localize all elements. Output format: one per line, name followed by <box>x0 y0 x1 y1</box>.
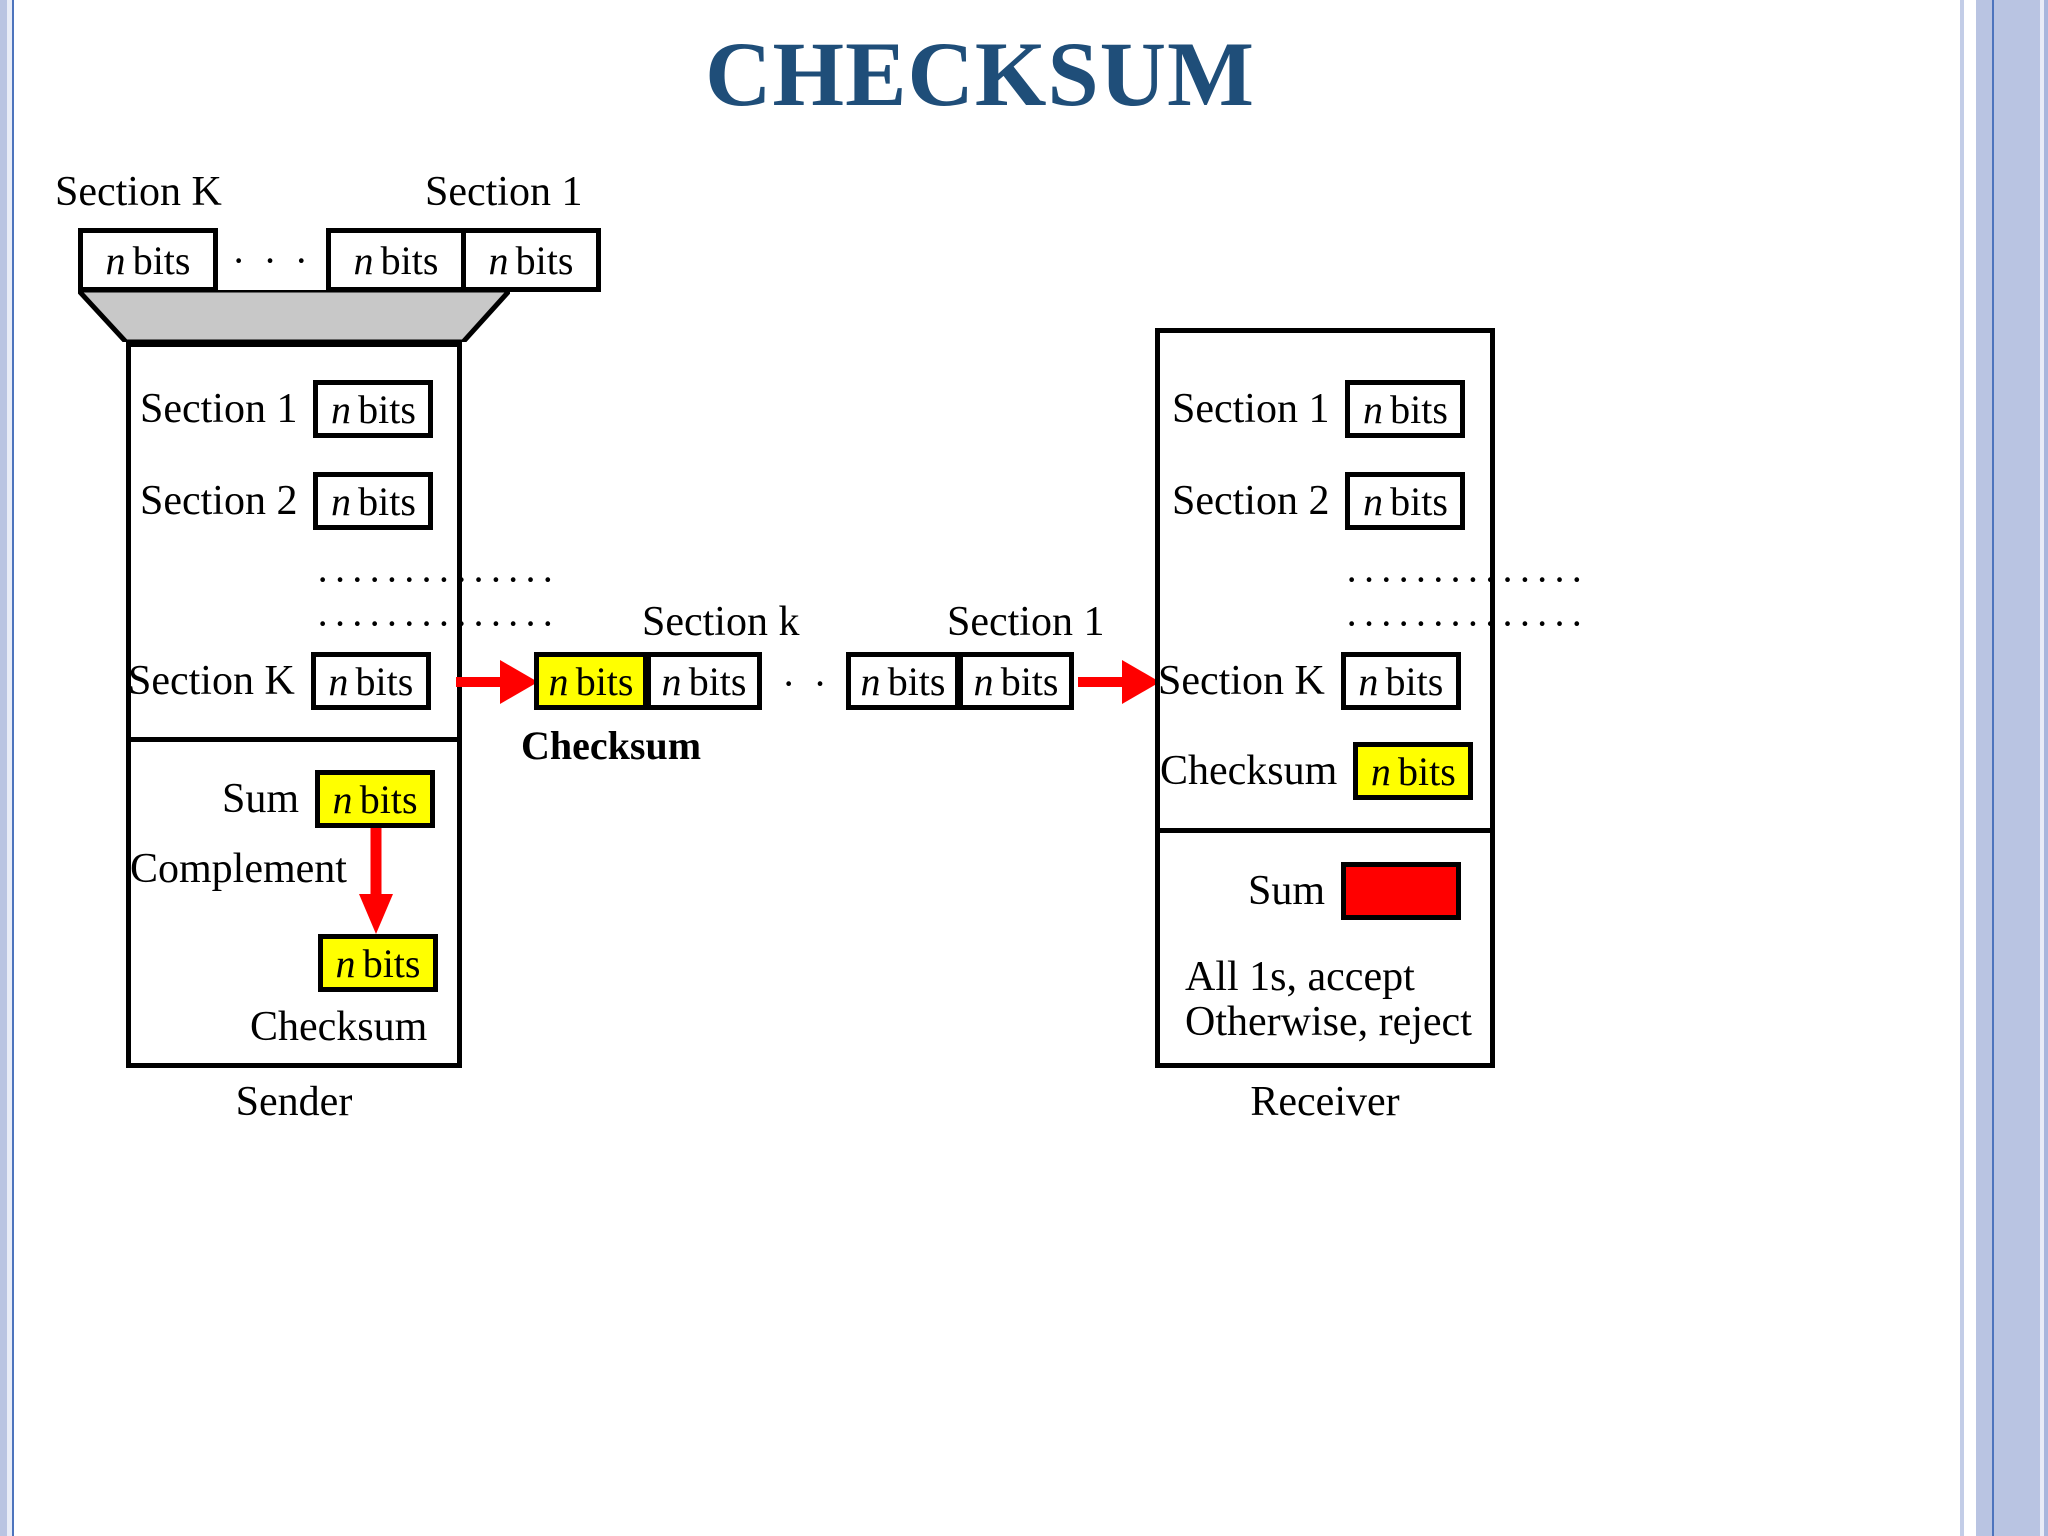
bits-text: bits <box>1000 658 1059 704</box>
bits-text: bits <box>358 386 416 432</box>
sender-label-section-2: Section 2 <box>140 478 298 524</box>
receiver-value-sum <box>1341 862 1462 920</box>
bits-text: bits <box>887 658 946 704</box>
bits-text: bits <box>575 658 634 704</box>
sender-label-section-k: Section K <box>128 658 295 704</box>
sender-label-checksum: Checksum <box>250 1004 428 1050</box>
receiver-row-sum: Sum <box>1248 862 1462 920</box>
transmit-arrow-right-icon <box>1078 660 1160 704</box>
frame-stripe-right-b <box>1976 0 1992 1536</box>
bits-text: bits <box>362 940 421 986</box>
label-section-1-top: Section 1 <box>425 169 583 215</box>
receiver-label-section-1: Section 1 <box>1172 386 1330 432</box>
bits-text: bits <box>358 478 416 524</box>
frame-stripe-left-light <box>7 0 12 1536</box>
frame-rule-right <box>1992 0 1994 1536</box>
funnel-shape <box>78 290 510 342</box>
bits-text: bits <box>1390 478 1448 524</box>
bits-text: bits <box>1390 386 1448 432</box>
frame-stripe-left-outer <box>0 0 7 1536</box>
receiver-label-checksum: Checksum <box>1160 748 1338 794</box>
frame-stripe-right-outer <box>2044 0 2048 1536</box>
receiver-label-section-2: Section 2 <box>1172 478 1330 524</box>
bits-text: bits <box>1385 658 1444 704</box>
top-strip-ellipsis: · · · <box>232 237 312 283</box>
sender-dotted-line-1: ·············· <box>316 557 559 602</box>
receiver-dotted-line-1: ·············· <box>1345 557 1588 602</box>
sender-dotted-line-2: ·············· <box>316 601 559 646</box>
sender-label-section-1: Section 1 <box>140 386 298 432</box>
bits-text: bits <box>1398 748 1456 794</box>
bits-text: bits <box>132 237 191 283</box>
label-section-1-transmitted: Section 1 <box>947 599 1105 645</box>
label-section-k-transmitted: Section k <box>642 599 800 645</box>
verdict-reject: Otherwise, reject <box>1185 998 1472 1045</box>
frame-gutter-left <box>14 0 23 1536</box>
bits-text: bits <box>380 237 439 283</box>
complement-arrow-icon <box>359 828 393 934</box>
transmission-ellipsis: · · · <box>782 661 862 706</box>
page-title: CHECKSUM <box>705 23 1255 125</box>
bits-text: bits <box>355 658 414 704</box>
bits-text: bits <box>515 237 574 283</box>
frame-stripe-right-c <box>1994 0 2040 1536</box>
bits-text: bits <box>688 658 747 704</box>
label-section-k-top: Section K <box>55 169 222 215</box>
transmit-arrow-left-icon <box>456 660 538 704</box>
receiver-label-section-k: Section K <box>1158 658 1325 704</box>
receiver-caption: Receiver <box>1250 1079 1400 1125</box>
transmitted-checksum-label: Checksum <box>521 723 702 768</box>
top-strip-labels: Section K Section 1 <box>55 168 615 218</box>
sender-caption: Sender <box>235 1079 353 1125</box>
sender-label-sum: Sum <box>222 776 300 822</box>
receiver-divider <box>1155 828 1495 833</box>
bits-text: bits <box>359 776 418 822</box>
receiver-dotted-line-2: ·············· <box>1345 601 1588 646</box>
sender-divider <box>126 737 462 742</box>
frame-stripe-right-d <box>2040 0 2044 1536</box>
frame-gutter-right <box>1964 0 1976 1536</box>
receiver-label-sum: Sum <box>1248 868 1326 914</box>
frame-stripe-right-a <box>1960 0 1964 1536</box>
verdict-accept: All 1s, accept <box>1185 954 1415 1000</box>
receiver-verdict: All 1s, accept Otherwise, reject <box>1185 955 1472 1044</box>
frame-rule-left <box>12 0 14 1536</box>
sender-label-complement: Complement <box>130 846 347 892</box>
